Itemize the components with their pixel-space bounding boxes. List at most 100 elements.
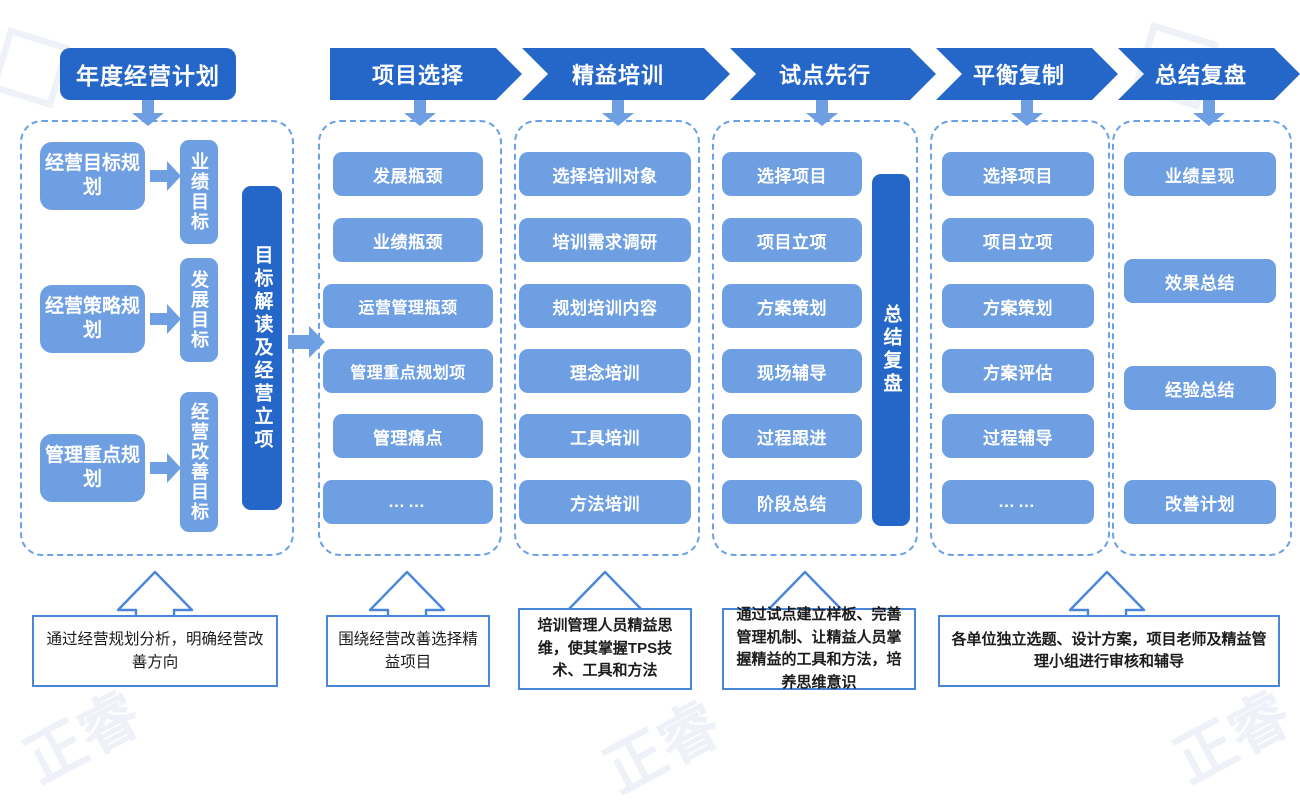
col5-item-1[interactable]: 选择项目 xyxy=(942,152,1094,196)
col3-item-1[interactable]: 选择培训对象 xyxy=(519,152,691,196)
header-step-4-label: 平衡复制 xyxy=(972,63,1065,88)
page-title-label: 年度经营计划 xyxy=(76,63,220,89)
col2-item-6[interactable]: …… xyxy=(323,480,493,524)
col5-item-5-label: 过程辅导 xyxy=(983,428,1053,448)
col4-item-6-label: 阶段总结 xyxy=(757,494,827,514)
col5-item-3-label: 方案策划 xyxy=(983,298,1053,318)
header-down-arrow-icon-3 xyxy=(806,100,838,126)
goal-box-3-label: 经营改善目标 xyxy=(189,402,209,522)
col4-item-6[interactable]: 阶段总结 xyxy=(722,480,862,524)
col5-item-4-label: 方案评估 xyxy=(983,363,1053,383)
header-step-2[interactable]: 精益培训 xyxy=(522,48,730,100)
plan-box-2[interactable]: 经营策略规划 xyxy=(40,285,145,353)
header-down-arrow-icon-5 xyxy=(1193,100,1225,126)
col2-item-3-label: 运营管理瓶颈 xyxy=(358,300,458,317)
col4-item-2-label: 项目立项 xyxy=(757,232,827,252)
col2-item-5[interactable]: 管理痛点 xyxy=(333,414,483,458)
header-step-2-label: 精益培训 xyxy=(571,63,664,88)
watermark: 正睿 xyxy=(593,690,732,806)
col5-item-6[interactable]: …… xyxy=(942,480,1094,524)
plan-arrow-icon-2 xyxy=(150,304,181,334)
col4-item-3-label: 方案策划 xyxy=(757,298,827,318)
col6-item-3[interactable]: 经验总结 xyxy=(1124,366,1276,410)
col5-item-3[interactable]: 方案策划 xyxy=(942,284,1094,328)
column-2-container xyxy=(318,120,502,556)
goal-box-2-label: 发展目标 xyxy=(189,270,209,350)
col6-item-4[interactable]: 改善计划 xyxy=(1124,480,1276,524)
col3-item-1-label: 选择培训对象 xyxy=(552,166,658,186)
col6-item-2[interactable]: 效果总结 xyxy=(1124,259,1276,303)
col4-item-1[interactable]: 选择项目 xyxy=(722,152,862,196)
header-step-5[interactable]: 总结复盘 xyxy=(1118,48,1300,100)
plan-box-3-label: 管理重点规划 xyxy=(44,445,140,490)
header-step-1[interactable]: 项目选择 xyxy=(330,48,522,100)
col5-item-1-label: 选择项目 xyxy=(983,166,1053,186)
goal-box-2[interactable]: 发展目标 xyxy=(180,258,218,362)
plan-box-1-label: 经营目标规划 xyxy=(44,153,140,198)
col3-item-3-label: 规划培训内容 xyxy=(552,298,658,318)
col5-item-4[interactable]: 方案评估 xyxy=(942,349,1094,393)
header-step-1-label: 项目选择 xyxy=(371,63,464,88)
plan-box-1[interactable]: 经营目标规划 xyxy=(40,142,145,210)
col5-item-2[interactable]: 项目立项 xyxy=(942,218,1094,262)
col3-item-5-label: 工具培训 xyxy=(570,428,640,448)
col6-item-4-label: 改善计划 xyxy=(1165,494,1235,514)
caption-box-5-label: 各单位独立选题、设计方案，项目老师及精益管理小组进行审核和辅导 xyxy=(951,630,1267,671)
col2-item-1[interactable]: 发展瓶颈 xyxy=(333,152,483,196)
col5-item-2-label: 项目立项 xyxy=(983,232,1053,252)
col4-item-3[interactable]: 方案策划 xyxy=(722,284,862,328)
col2-item-4-label: 管理重点规划项 xyxy=(350,365,466,382)
column1-vertical-bar[interactable]: 目标解读及经营立项 xyxy=(242,186,282,510)
header-step-3[interactable]: 试点先行 xyxy=(730,48,936,100)
caption-box-5: 各单位独立选题、设计方案，项目老师及精益管理小组进行审核和辅导 xyxy=(938,615,1280,687)
col3-item-2[interactable]: 培训需求调研 xyxy=(519,218,691,262)
col4-item-5-label: 过程跟进 xyxy=(757,428,827,448)
col4-item-4[interactable]: 现场辅导 xyxy=(722,349,862,393)
caption-box-1: 通过经营规划分析，明确经营改善方向 xyxy=(32,615,278,687)
header-step-3-label: 试点先行 xyxy=(778,63,871,88)
col3-item-2-label: 培训需求调研 xyxy=(552,232,658,252)
col1-to-col2-arrow-icon xyxy=(288,326,325,358)
column-5-container xyxy=(930,120,1110,556)
col2-item-2[interactable]: 业绩瓶颈 xyxy=(333,218,483,262)
col6-item-2-label: 效果总结 xyxy=(1165,273,1235,293)
col6-item-3-label: 经验总结 xyxy=(1165,380,1235,400)
col3-item-4-label: 理念培训 xyxy=(570,363,640,383)
col2-item-3[interactable]: 运营管理瓶颈 xyxy=(323,284,493,328)
col3-item-3[interactable]: 规划培训内容 xyxy=(519,284,691,328)
col5-item-6-label: …… xyxy=(998,492,1038,511)
col2-item-2-label: 业绩瓶颈 xyxy=(373,232,443,252)
caption-box-4: 通过试点建立样板、完善管理机制、让精益人员掌握精益的工具和方法，培养思维意识 xyxy=(722,606,916,691)
plan-box-2-label: 经营策略规划 xyxy=(44,296,140,341)
header-step-5-label: 总结复盘 xyxy=(1154,63,1247,88)
header-step-4[interactable]: 平衡复制 xyxy=(936,48,1118,100)
col6-item-1[interactable]: 业绩呈现 xyxy=(1124,152,1276,196)
header-down-arrow-icon-4 xyxy=(1011,100,1043,126)
col4-item-5[interactable]: 过程跟进 xyxy=(722,414,862,458)
goal-box-3[interactable]: 经营改善目标 xyxy=(180,392,218,532)
caption-box-3: 培训管理人员精益思维，使其掌握TPS技术、工具和方法 xyxy=(518,608,692,690)
caption-box-1-label: 通过经营规划分析，明确经营改善方向 xyxy=(46,630,264,671)
goal-box-1-label: 业绩目标 xyxy=(189,152,209,232)
col4-item-2[interactable]: 项目立项 xyxy=(722,218,862,262)
col3-item-6[interactable]: 方法培训 xyxy=(519,480,691,524)
col6-item-1-label: 业绩呈现 xyxy=(1165,166,1235,186)
column-4-container xyxy=(712,120,918,556)
col3-item-6-label: 方法培训 xyxy=(570,494,640,514)
col3-item-5[interactable]: 工具培训 xyxy=(519,414,691,458)
column1-vertical-bar-label: 目标解读及经营立项 xyxy=(251,244,273,452)
column-3-container xyxy=(514,120,700,556)
goal-box-1[interactable]: 业绩目标 xyxy=(180,140,218,244)
plan-box-3[interactable]: 管理重点规划 xyxy=(40,434,145,502)
col5-item-5[interactable]: 过程辅导 xyxy=(942,414,1094,458)
caption-box-2-label: 围绕经营改善选择精益项目 xyxy=(338,630,478,671)
col3-item-4[interactable]: 理念培训 xyxy=(519,349,691,393)
caption-box-3-label: 培训管理人员精益思维，使其掌握TPS技术、工具和方法 xyxy=(537,617,673,680)
plan-arrow-icon-3 xyxy=(150,453,181,483)
page-title: 年度经营计划 xyxy=(60,48,236,100)
caption-box-4-label: 通过试点建立样板、完善管理机制、让精益人员掌握精益的工具和方法，培养思维意识 xyxy=(736,606,902,691)
header-down-arrow-icon-2 xyxy=(602,100,634,126)
column4-vertical-bar[interactable]: 总结复盘 xyxy=(872,174,910,526)
col2-item-4[interactable]: 管理重点规划项 xyxy=(323,349,493,393)
